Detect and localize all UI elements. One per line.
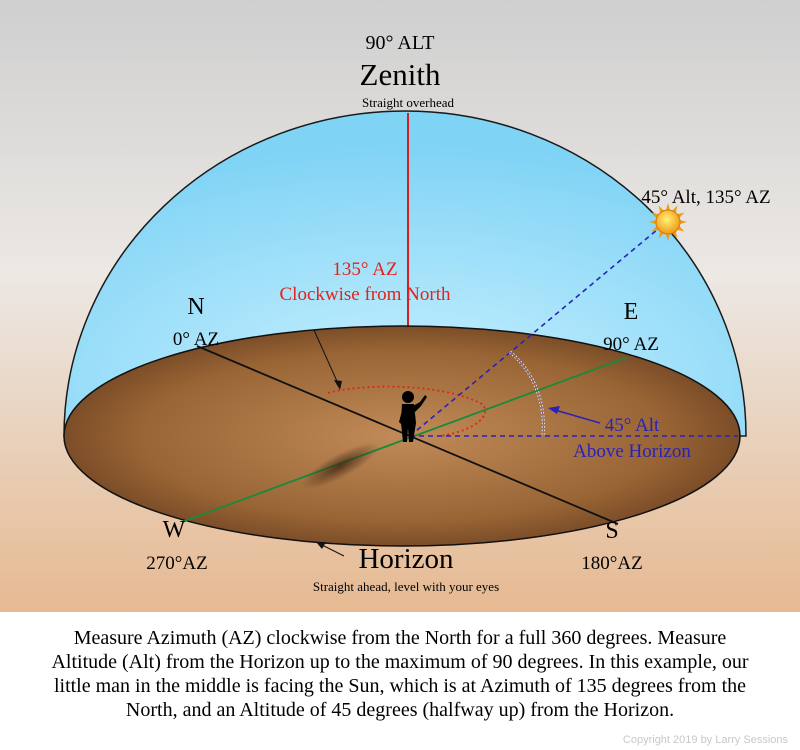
horizon-arrow [321,544,345,557]
horizon-subtitle: Straight ahead, level with your eyes [313,579,499,594]
south-letter: S [605,518,618,544]
sun-label: 45° Alt, 135° AZ [641,187,770,208]
west-az-label: 270°AZ [146,553,207,574]
copyright-notice: Copyright 2019 by Larry Sessions [622,734,788,746]
zenith-alt-label: 90° ALT [366,32,435,54]
altitude-arrow [554,409,601,424]
sun-sightline [409,223,665,437]
caption-text: Measure Azimuth (AZ) clockwise from the … [0,626,800,722]
caption-line-1: Measure Azimuth (AZ) clockwise from the … [73,627,727,649]
sun-ray [678,219,687,225]
horizon-arrowhead [316,542,326,549]
azimuth-arrow [313,329,341,389]
observer-figure [399,391,427,442]
zenith-title: Zenith [360,57,441,92]
caption-line-4: North, and an Altitude of 45 degrees (ha… [125,699,675,721]
east-letter: E [624,299,639,325]
sun-icon [649,203,687,241]
horizon-plane [63,325,741,547]
north-letter: N [187,294,204,320]
zenith-subtitle: Straight overhead [362,95,455,110]
north-az-label: 0° AZ [173,329,219,350]
azimuth-note-line1: 135° AZ [332,259,397,280]
celestial-dome-diagram: 90° ALT Zenith Straight overhead 45° Alt… [0,0,800,612]
horizon-title: Horizon [358,543,454,575]
man-shadow [300,442,380,490]
west-letter: W [163,517,186,543]
caption-line-3: little man in the middle is facing the S… [53,675,747,697]
altitude-note-line1: 45° Alt [605,415,660,436]
sun-ray [649,219,658,225]
altitude-arrowhead [548,406,560,414]
sun-ray [665,203,671,212]
azimuth-note-line2: Clockwise from North [280,284,451,305]
caption-line-2: Altitude (Alt) from the Horizon up to th… [51,651,749,673]
azimuth-arc [327,385,486,437]
south-az-label: 180°AZ [581,553,642,574]
sun-ray [665,232,671,241]
altitude-note-line2: Above Horizon [573,441,691,462]
caption-panel: Measure Azimuth (AZ) clockwise from the … [0,612,800,750]
azimuth-arrowhead [334,380,342,390]
east-az-label: 90° AZ [603,334,659,355]
